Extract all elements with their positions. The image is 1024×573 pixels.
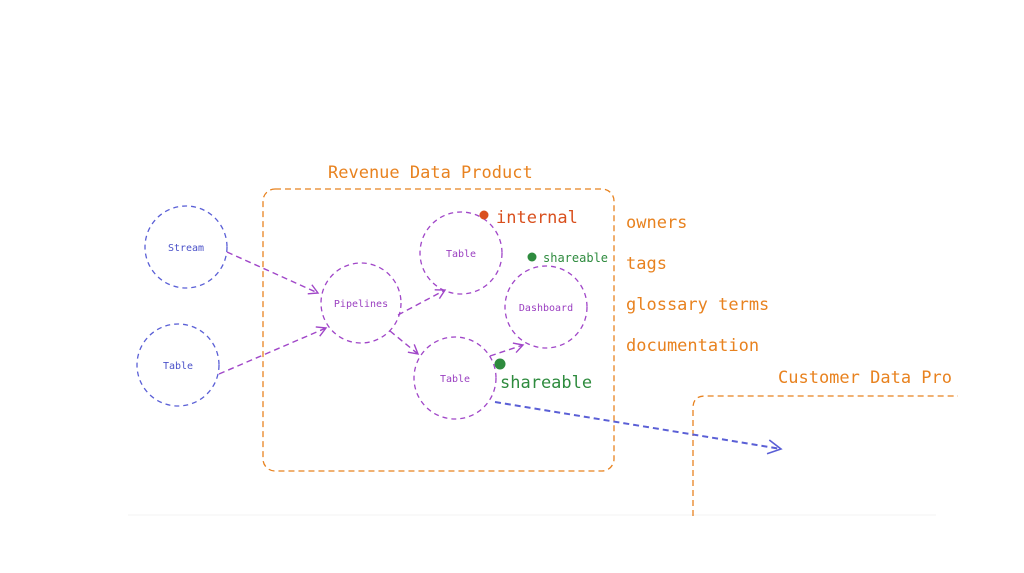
stream-node-label: Stream <box>168 243 204 254</box>
edge-table-bottom-to-dashboard <box>489 342 525 357</box>
shareable-dot-large <box>494 358 506 370</box>
customer-product-title: Customer Data Pro <box>778 368 952 388</box>
shareable-label-large: shareable <box>500 373 592 393</box>
metadata-tags: tags <box>626 254 667 274</box>
dashboard-node: Dashboard <box>504 265 588 349</box>
dashboard-node-label: Dashboard <box>519 303 573 314</box>
edge-table-to-pipelines <box>218 326 328 375</box>
internal-label: internal <box>496 208 578 228</box>
metadata-owners: owners <box>626 213 687 233</box>
edge-pipelines-to-table-bottom <box>389 330 420 355</box>
customer-product-boundary <box>692 395 958 516</box>
table-top-node-label: Table <box>446 249 476 260</box>
metadata-documentation: documentation <box>626 336 759 356</box>
source-table-node-label: Table <box>163 361 193 372</box>
pipelines-node: Pipelines <box>320 262 402 344</box>
shareable-label-small: shareable <box>543 251 608 265</box>
revenue-product-boundary <box>262 188 615 472</box>
edge-table-bottom-to-customer-product <box>494 401 783 455</box>
table-bottom-node: Table <box>413 336 497 420</box>
pipelines-node-label: Pipelines <box>334 299 388 310</box>
metadata-list: owners tags glossary terms documentation <box>626 213 769 356</box>
shareable-dot-small <box>527 252 537 262</box>
table-bottom-node-label: Table <box>440 374 470 385</box>
edge-stream-to-pipelines <box>226 251 320 295</box>
internal-dot <box>479 210 489 220</box>
revenue-product-title: Revenue Data Product <box>328 163 533 183</box>
source-table-node: Table <box>136 323 220 407</box>
table-top-node: Table <box>419 211 503 295</box>
stream-node: Stream <box>144 205 228 289</box>
metadata-glossary-terms: glossary terms <box>626 295 769 315</box>
edge-pipelines-to-table-top <box>397 289 447 316</box>
